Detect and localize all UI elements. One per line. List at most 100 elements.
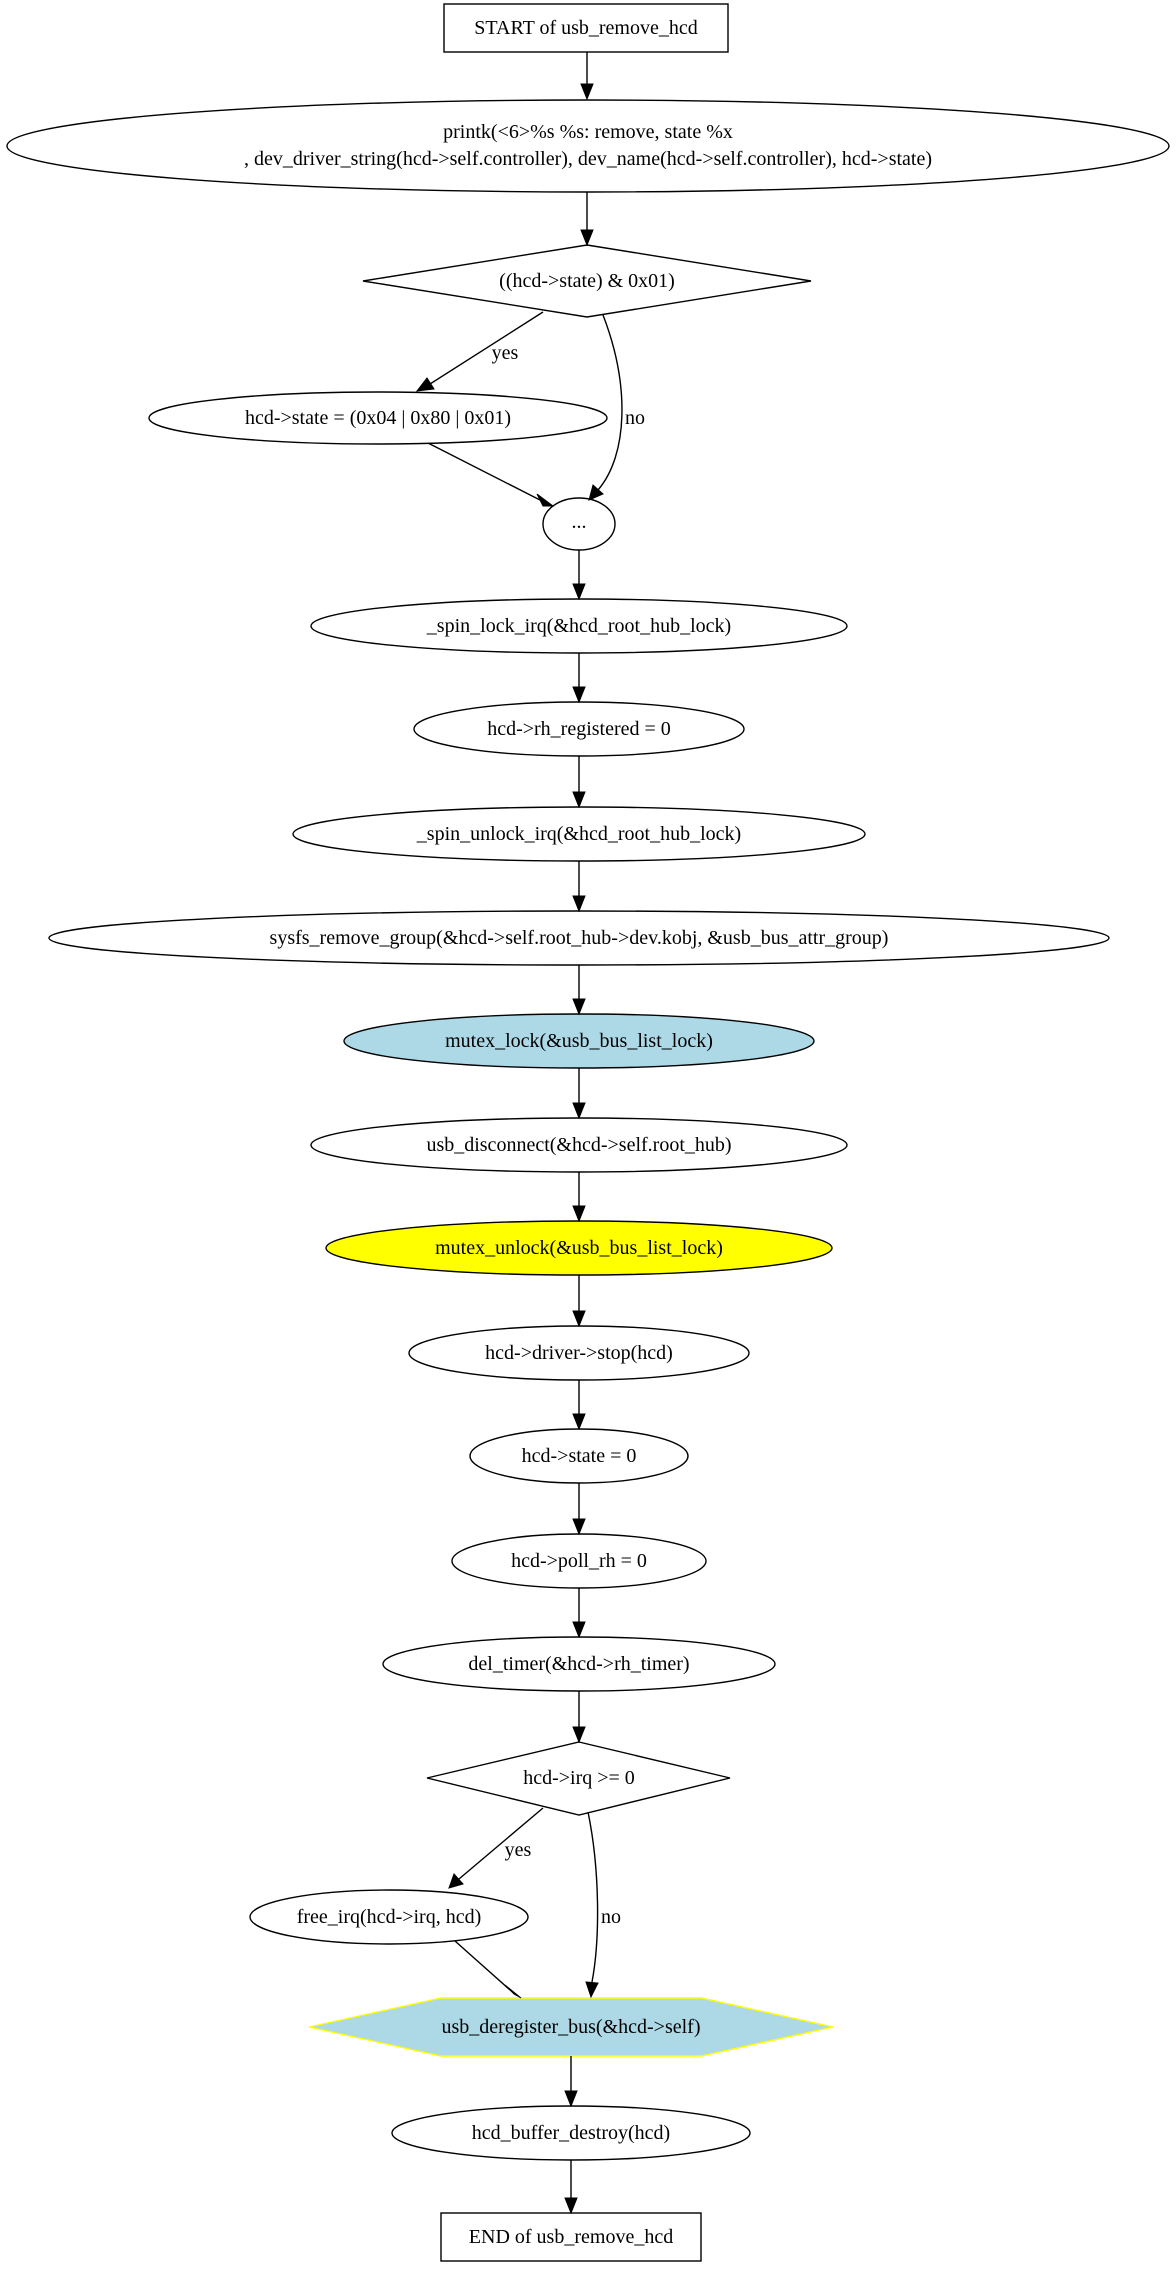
- edge-spinlock-to-rhregistered: [572, 653, 586, 704]
- node-deregister: usb_deregister_bus(&hcd->self): [308, 1997, 834, 2057]
- node-usb-disconnect: usb_disconnect(&hcd->self.root_hub): [310, 1117, 848, 1173]
- node-mutex-unlock-label: mutex_unlock(&usb_bus_list_lock): [435, 1237, 723, 1259]
- node-mutex-lock-label: mutex_lock(&usb_bus_list_lock): [445, 1030, 713, 1052]
- edge-disconnect-to-mutexunlock: [572, 1172, 586, 1223]
- edge-bufferdestroy-to-end: [564, 2160, 578, 2215]
- node-ellipsis: ...: [542, 497, 616, 551]
- node-ellipsis-label: ...: [572, 511, 587, 533]
- edge-no-label-2: no: [601, 1906, 621, 1928]
- edge-spinunlock-to-sysfs: [572, 861, 586, 913]
- node-buffer-destroy: hcd_buffer_destroy(hcd): [391, 2105, 751, 2161]
- node-spin-unlock-label: _spin_unlock_irq(&hcd_root_hub_lock): [416, 823, 741, 845]
- node-spin-lock: _spin_lock_irq(&hcd_root_hub_lock): [310, 598, 848, 654]
- edge-assign-to-ellipsis: [427, 442, 555, 507]
- node-assign-state-ellipse: [148, 391, 608, 445]
- node-rh-registered-label: hcd->rh_registered = 0: [487, 718, 671, 740]
- node-printk-label-line2: , dev_driver_string(hcd->self.controller…: [244, 148, 932, 170]
- arrowhead: [564, 2090, 578, 2108]
- node-decision-irq-label: hcd->irq >= 0: [523, 1767, 635, 1789]
- node-printk-label-line1: printk(<6>%s %s: remove, state %x: [443, 121, 733, 143]
- node-deregister-label: usb_deregister_bus(&hcd->self): [442, 2016, 701, 2038]
- edge-yes-label-1: yes: [492, 342, 519, 364]
- node-decision-state: ((hcd->state) & 0x01): [362, 244, 812, 318]
- arrowhead: [572, 791, 586, 809]
- node-del-timer: del_timer(&hcd->rh_timer): [382, 1636, 776, 1692]
- node-printk-ellipse: [6, 99, 1170, 193]
- arrowhead: [448, 1873, 464, 1889]
- node-free-irq-label: free_irq(hcd->irq, hcd): [297, 1906, 482, 1928]
- edge-decision-yes: yes: [415, 311, 544, 392]
- arrowhead: [580, 83, 594, 101]
- node-state-zero: hcd->state = 0: [469, 1428, 689, 1484]
- arrowhead: [504, 1984, 522, 1999]
- arrowhead: [572, 686, 586, 704]
- node-mutex-unlock: mutex_unlock(&usb_bus_list_lock): [325, 1220, 833, 1276]
- arrowhead: [572, 1310, 586, 1328]
- edge-deregister-to-bufferdestroy: [564, 2056, 578, 2108]
- arrowhead: [572, 1102, 586, 1120]
- arrowhead: [588, 484, 604, 501]
- node-start-box: [443, 3, 729, 53]
- edge-printk-to-decision: [580, 192, 594, 247]
- edge-no-label-1: no: [625, 407, 645, 429]
- arrowhead: [536, 493, 555, 507]
- edge-sysfs-to-mutexlock: [572, 965, 586, 1016]
- edge-decisionirq-no: no: [585, 1811, 621, 1999]
- node-start-label: START of usb_remove_hcd: [474, 17, 697, 39]
- arrowhead: [572, 1726, 586, 1744]
- edge-ellipsis-to-spinlock: [572, 550, 586, 601]
- arrowhead: [572, 1518, 586, 1536]
- edge-mutexunlock-to-driverstop: [572, 1275, 586, 1328]
- node-sysfs-remove: sysfs_remove_group(&hcd->self.root_hub->…: [48, 910, 1110, 966]
- edge-statezero-to-pollrh: [572, 1483, 586, 1536]
- arrowhead: [572, 1413, 586, 1431]
- node-driver-stop-label: hcd->driver->stop(hcd): [485, 1342, 673, 1364]
- node-decision-irq-diamond: [426, 1741, 731, 1816]
- edge-freeirq-to-deregister: [454, 1940, 522, 1999]
- node-mutex-lock: mutex_lock(&usb_bus_list_lock): [343, 1013, 815, 1069]
- node-decision-state-label: ((hcd->state) & 0x01): [499, 270, 675, 292]
- edge-decision-no: no: [588, 314, 645, 501]
- arrowhead: [580, 229, 594, 247]
- node-end: END of usb_remove_hcd: [440, 2212, 702, 2262]
- node-assign-state-label: hcd->state = (0x04 | 0x80 | 0x01): [245, 407, 511, 429]
- node-decision-irq: hcd->irq >= 0: [426, 1741, 731, 1816]
- arrowhead: [415, 377, 435, 392]
- node-spin-lock-label: _spin_lock_irq(&hcd_root_hub_lock): [426, 615, 731, 637]
- node-free-irq-ellipse: [249, 1889, 529, 1945]
- node-free-irq: free_irq(hcd->irq, hcd): [249, 1889, 529, 1945]
- node-deregister-hexagon: [308, 1997, 834, 2057]
- edge-start-to-printk: [580, 52, 594, 101]
- edge-deltimer-to-decisionirq: [572, 1691, 586, 1744]
- edge-decisionirq-yes: yes: [448, 1807, 544, 1889]
- node-buffer-destroy-label: hcd_buffer_destroy(hcd): [472, 2122, 670, 2144]
- node-start: START of usb_remove_hcd: [443, 3, 729, 53]
- edge-driverstop-to-statezero: [572, 1380, 586, 1431]
- arrowhead: [564, 2197, 578, 2215]
- edge-rhregistered-to-spinunlock: [572, 756, 586, 809]
- node-usb-disconnect-label: usb_disconnect(&hcd->self.root_hub): [426, 1134, 731, 1156]
- edge-yes-label-2: yes: [505, 1839, 532, 1861]
- arrowhead: [572, 998, 586, 1016]
- arrowhead: [572, 1205, 586, 1223]
- node-state-zero-label: hcd->state = 0: [522, 1445, 637, 1467]
- node-poll-rh-label: hcd->poll_rh = 0: [511, 1550, 647, 1572]
- arrowhead: [572, 895, 586, 913]
- node-printk: printk(<6>%s %s: remove, state %x , dev_…: [6, 99, 1170, 193]
- node-driver-stop: hcd->driver->stop(hcd): [408, 1325, 750, 1381]
- node-poll-rh: hcd->poll_rh = 0: [451, 1533, 707, 1589]
- node-assign-state: hcd->state = (0x04 | 0x80 | 0x01): [148, 391, 608, 445]
- node-spin-unlock: _spin_unlock_irq(&hcd_root_hub_lock): [292, 806, 866, 862]
- arrowhead: [572, 583, 586, 601]
- edge-pollrh-to-deltimer: [572, 1588, 586, 1639]
- node-rh-registered: hcd->rh_registered = 0: [413, 701, 745, 757]
- node-end-label: END of usb_remove_hcd: [469, 2226, 673, 2248]
- node-end-box: [440, 2212, 702, 2262]
- edge-mutexlock-to-disconnect: [572, 1068, 586, 1120]
- node-decision-state-diamond: [362, 244, 812, 318]
- arrowhead: [572, 1621, 586, 1639]
- node-del-timer-label: del_timer(&hcd->rh_timer): [468, 1653, 689, 1675]
- arrowhead: [585, 1981, 599, 1999]
- node-sysfs-remove-label: sysfs_remove_group(&hcd->self.root_hub->…: [270, 927, 889, 949]
